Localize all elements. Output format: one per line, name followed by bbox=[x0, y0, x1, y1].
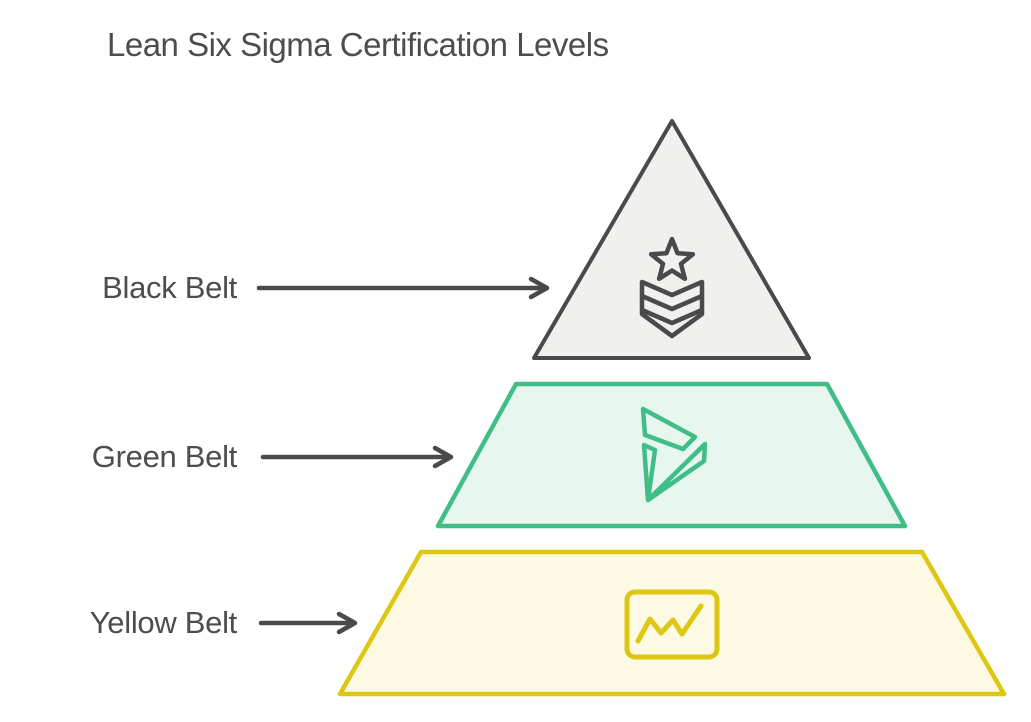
green-belt-level bbox=[435, 381, 908, 529]
trend-line bbox=[635, 603, 704, 644]
star-icon bbox=[648, 236, 696, 282]
label-yellow-belt: Yellow Belt bbox=[89, 605, 238, 640]
chevron-stripe bbox=[639, 307, 705, 326]
geometric-arrow-icon bbox=[640, 406, 708, 503]
chevron-stripe bbox=[639, 293, 705, 312]
facet-left bbox=[641, 442, 658, 503]
chevron-badge-outline bbox=[639, 279, 705, 339]
facet-right bbox=[645, 441, 708, 503]
label-green-belt: Green Belt bbox=[91, 439, 238, 474]
green-belt-arrow bbox=[260, 445, 454, 469]
line-chart-icon bbox=[624, 589, 720, 660]
black-belt-arrow bbox=[256, 276, 550, 300]
label-black-belt: Black Belt bbox=[102, 270, 237, 305]
diagram-title: Lean Six Sigma Certification Levels bbox=[107, 26, 609, 63]
facet-top bbox=[640, 406, 698, 452]
chart-frame bbox=[624, 589, 720, 660]
yellow-belt-arrow bbox=[258, 611, 358, 635]
military-rank-icon bbox=[639, 236, 705, 339]
